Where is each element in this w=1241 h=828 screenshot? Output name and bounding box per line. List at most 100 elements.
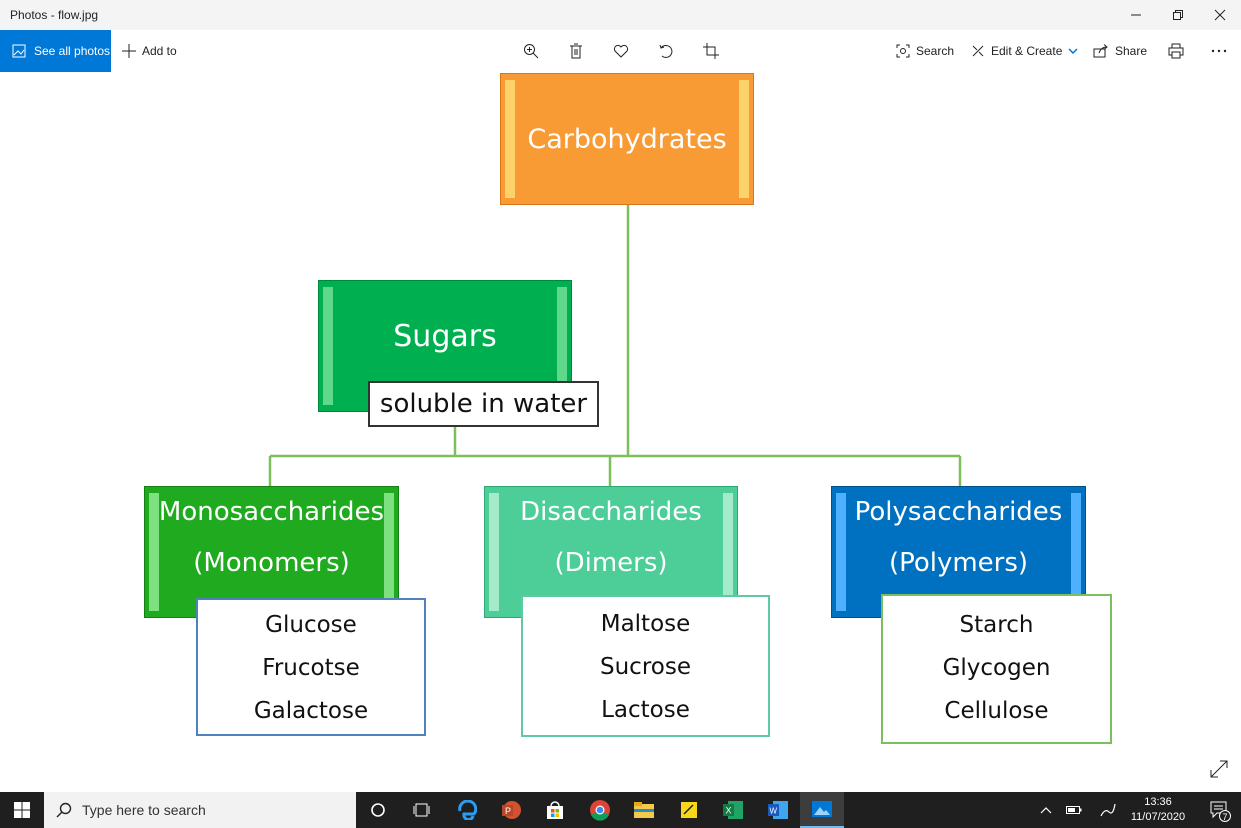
rotate-button[interactable] bbox=[651, 30, 681, 72]
list-item: Maltose bbox=[600, 611, 691, 637]
sticky-notes-icon bbox=[681, 802, 697, 818]
zoom-in-button[interactable] bbox=[516, 30, 546, 72]
store-app[interactable] bbox=[533, 792, 577, 828]
monosaccharides-list: Glucose Frucotse Galactose bbox=[196, 598, 426, 736]
see-all-photos-button[interactable]: See all photos bbox=[0, 30, 111, 72]
connector-lines bbox=[268, 204, 962, 486]
edge-browser-icon bbox=[458, 800, 477, 820]
search-button[interactable]: Search bbox=[896, 30, 954, 72]
share-label: Share bbox=[1115, 44, 1148, 58]
battery-icon bbox=[1066, 806, 1082, 814]
add-to-label: Add to bbox=[142, 44, 177, 58]
notification-count-badge: 7 bbox=[1219, 810, 1231, 822]
zoom-in-icon bbox=[524, 44, 539, 59]
delete-button[interactable] bbox=[561, 30, 591, 72]
disaccharides-label: Disaccharides bbox=[520, 497, 702, 527]
plus-icon bbox=[122, 44, 136, 58]
sugars-note: soluble in water bbox=[368, 381, 599, 427]
windows-taskbar: Type here to search P X W 13:36 11 bbox=[0, 792, 1241, 828]
delete-icon bbox=[570, 43, 582, 59]
search-icon bbox=[56, 802, 72, 818]
print-button[interactable] bbox=[1161, 30, 1191, 72]
word-icon: W bbox=[768, 801, 788, 819]
taskbar-search-placeholder: Type here to search bbox=[82, 802, 206, 818]
photos-icon bbox=[12, 44, 26, 58]
excel-app[interactable]: X bbox=[711, 792, 755, 828]
polysaccharides-list: Starch Glycogen Cellulose bbox=[881, 594, 1112, 744]
notifications-icon bbox=[1210, 801, 1227, 819]
word-app[interactable]: W bbox=[756, 792, 800, 828]
sugars-label: Sugars bbox=[393, 318, 497, 354]
favorite-button[interactable] bbox=[606, 30, 636, 72]
disaccharides-list: Maltose Sucrose Lactose bbox=[521, 595, 770, 737]
task-view-button[interactable] bbox=[400, 792, 444, 828]
photos-app[interactable] bbox=[800, 792, 844, 828]
monosaccharides-box: Monosaccharides (Monomers) bbox=[144, 486, 399, 618]
chrome-icon bbox=[590, 800, 610, 821]
fullscreen-button[interactable] bbox=[1208, 758, 1230, 780]
folder-icon bbox=[634, 802, 654, 818]
svg-text:P: P bbox=[505, 806, 511, 816]
store-icon bbox=[547, 801, 563, 819]
chrome-app[interactable] bbox=[578, 792, 622, 828]
photos-app-icon bbox=[812, 801, 832, 817]
show-hidden-icons-button[interactable] bbox=[1024, 792, 1068, 828]
excel-icon: X bbox=[723, 801, 743, 819]
edit-create-button[interactable]: Edit & Create bbox=[971, 30, 1078, 72]
share-button[interactable]: Share bbox=[1093, 30, 1147, 72]
list-item: Frucotse bbox=[262, 655, 360, 681]
chevron-up-icon bbox=[1040, 807, 1052, 814]
photo-canvas: Carbohydrates Sugars soluble in water Mo… bbox=[0, 72, 1241, 792]
monosaccharides-label: Monosaccharides bbox=[158, 497, 385, 527]
expand-icon bbox=[1210, 760, 1228, 778]
restore-button[interactable] bbox=[1157, 0, 1199, 30]
photos-toolbar: See all photos Add to Search Edit & Crea… bbox=[0, 30, 1241, 72]
share-icon bbox=[1093, 44, 1108, 58]
add-to-button[interactable]: Add to bbox=[122, 30, 177, 72]
monomers-label: (Monomers) bbox=[193, 548, 350, 578]
close-icon bbox=[1214, 9, 1226, 21]
list-item: Galactose bbox=[253, 698, 369, 724]
list-item: Lactose bbox=[601, 697, 690, 723]
close-button[interactable] bbox=[1199, 0, 1241, 30]
rotate-icon bbox=[659, 44, 673, 58]
cortana-button[interactable] bbox=[356, 792, 400, 828]
svg-text:W: W bbox=[770, 807, 778, 816]
pen-icon bbox=[1100, 803, 1116, 817]
polysaccharides-label: Polysaccharides bbox=[854, 497, 1063, 527]
battery-button[interactable] bbox=[1056, 792, 1092, 828]
file-explorer-app[interactable] bbox=[622, 792, 666, 828]
dimers-label: (Dimers) bbox=[554, 548, 668, 578]
visual-search-icon bbox=[896, 44, 910, 58]
list-item: Glycogen bbox=[942, 655, 1051, 681]
edge-app[interactable] bbox=[445, 792, 489, 828]
start-button[interactable] bbox=[0, 792, 44, 828]
clock-time: 13:36 bbox=[1144, 796, 1172, 808]
carbohydrates-box: Carbohydrates bbox=[500, 73, 754, 205]
minimize-button[interactable] bbox=[1115, 0, 1157, 30]
list-item: Sucrose bbox=[600, 654, 691, 680]
pen-workspace-button[interactable] bbox=[1090, 792, 1126, 828]
crop-button[interactable] bbox=[696, 30, 726, 72]
favorite-icon bbox=[613, 44, 629, 58]
taskbar-clock[interactable]: 13:36 11/07/2020 bbox=[1123, 795, 1193, 825]
carbohydrates-label: Carbohydrates bbox=[527, 123, 727, 155]
minimize-icon bbox=[1131, 14, 1141, 16]
svg-text:X: X bbox=[726, 806, 732, 816]
taskbar-search-box[interactable]: Type here to search bbox=[44, 792, 356, 828]
list-item: Cellulose bbox=[944, 698, 1049, 724]
search-label: Search bbox=[916, 44, 955, 58]
task-view-icon bbox=[413, 803, 430, 817]
see-all-photos-label: See all photos bbox=[34, 44, 111, 58]
action-center-button[interactable]: 7 bbox=[1197, 792, 1241, 828]
title-bar: Photos - flow.jpg bbox=[0, 0, 1241, 30]
restore-icon bbox=[1173, 10, 1183, 20]
powerpoint-app[interactable]: P bbox=[489, 792, 533, 828]
crop-icon bbox=[703, 43, 719, 59]
sticky-notes-app[interactable] bbox=[667, 792, 711, 828]
polymers-label: (Polymers) bbox=[888, 548, 1029, 578]
cortana-icon bbox=[371, 803, 385, 817]
edit-icon bbox=[972, 45, 984, 57]
more-button[interactable] bbox=[1204, 30, 1234, 72]
more-icon bbox=[1211, 49, 1227, 53]
